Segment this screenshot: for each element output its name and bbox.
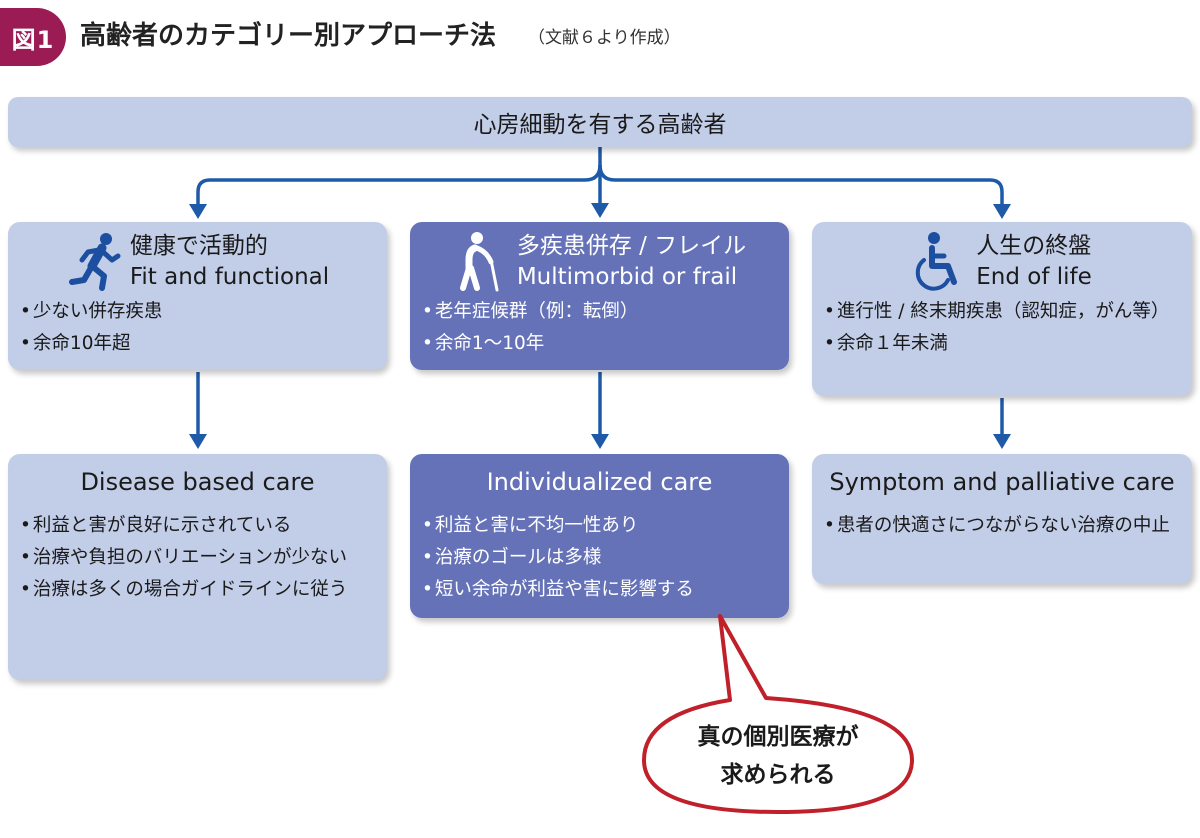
list-item: 余命1～10年	[422, 328, 777, 360]
care-box-individualized: Individualized care 利益と害に不均一性あり 治療のゴールは多…	[410, 454, 789, 618]
list-item: 少ない併存疾患	[20, 296, 375, 328]
root-label: 心房細動を有する高齢者	[473, 112, 727, 138]
figure-title: 高齢者のカテゴリー別アプローチ法	[80, 21, 497, 51]
list-item: 老年症候群（例：転倒）	[422, 296, 777, 328]
callout-line-1: 真の個別医療が	[697, 724, 859, 750]
list-item: 余命10年超	[20, 328, 375, 360]
care-bullets: 利益と害が良好に示されている 治療や負担のバリエーションが少ない 治療は多くの場…	[20, 510, 375, 606]
care-box-symptom-palliative: Symptom and palliative care 患者の快適さにつながらな…	[812, 454, 1192, 584]
arrow-root-to-left	[196, 164, 602, 206]
list-item: 治療は多くの場合ガイドラインに従う	[20, 574, 375, 606]
category-title-en: Fit and functional	[129, 264, 330, 290]
figure-badge: 図1	[0, 8, 66, 66]
list-item: 治療のゴールは多様	[422, 542, 777, 574]
callout-text: 真の個別医療が 求められる	[660, 718, 896, 794]
care-title: Symptom and palliative care	[829, 468, 1175, 496]
care-title: Disease based care	[80, 468, 315, 496]
category-header: 多疾患併存 / フレイル Multimorbid or frail	[410, 230, 789, 294]
list-item: 治療や負担のバリエーションが少ない	[20, 542, 375, 574]
callout-line-2: 求められる	[720, 762, 836, 788]
figure-source: （文献６より作成）	[528, 28, 681, 48]
category-box-end-of-life: 人生の終盤 End of life 進行性 / 終末期疾患（認知症，がん等） 余…	[812, 222, 1192, 396]
category-bullets: 進行性 / 終末期疾患（認知症，がん等） 余命１年未満	[824, 296, 1180, 360]
care-box-disease-based: Disease based care 利益と害が良好に示されている 治療や負担の…	[8, 454, 387, 680]
category-title-ja: 多疾患併存 / フレイル	[516, 233, 747, 259]
care-bullets: 患者の快適さにつながらない治療の中止	[824, 510, 1180, 542]
category-header: 健康で活動的 Fit and functional	[8, 230, 387, 294]
category-title-ja: 人生の終盤	[976, 233, 1092, 259]
care-bullets: 利益と害に不均一性あり 治療のゴールは多様 短い余命が利益や害に影響する	[422, 510, 777, 606]
category-box-frail: 多疾患併存 / フレイル Multimorbid or frail 老年症候群（…	[410, 222, 789, 370]
category-bullets: 少ない併存疾患 余命10年超	[20, 296, 375, 360]
arrow-root-to-right	[598, 164, 1004, 206]
running-person-icon	[68, 233, 121, 291]
care-title: Individualized care	[486, 468, 713, 496]
category-header: 人生の終盤 End of life	[812, 230, 1192, 294]
list-item: 短い余命が利益や害に影響する	[422, 574, 777, 606]
category-title-en: End of life	[976, 264, 1092, 290]
category-bullets: 老年症候群（例：転倒） 余命1～10年	[422, 296, 777, 360]
list-item: 進行性 / 終末期疾患（認知症，がん等）	[824, 296, 1180, 328]
wheelchair-icon	[916, 232, 958, 291]
list-item: 利益と害が良好に示されている	[20, 510, 375, 542]
elderly-person-cane-icon	[459, 232, 499, 292]
category-title-en: Multimorbid or frail	[516, 264, 738, 290]
list-item: 利益と害に不均一性あり	[422, 510, 777, 542]
category-box-fit: 健康で活動的 Fit and functional 少ない併存疾患 余命10年超	[8, 222, 387, 370]
list-item: 余命１年未満	[824, 328, 1180, 360]
category-title-ja: 健康で活動的	[129, 233, 268, 259]
list-item: 患者の快適さにつながらない治療の中止	[824, 510, 1180, 542]
root-box: 心房細動を有する高齢者	[8, 97, 1192, 147]
